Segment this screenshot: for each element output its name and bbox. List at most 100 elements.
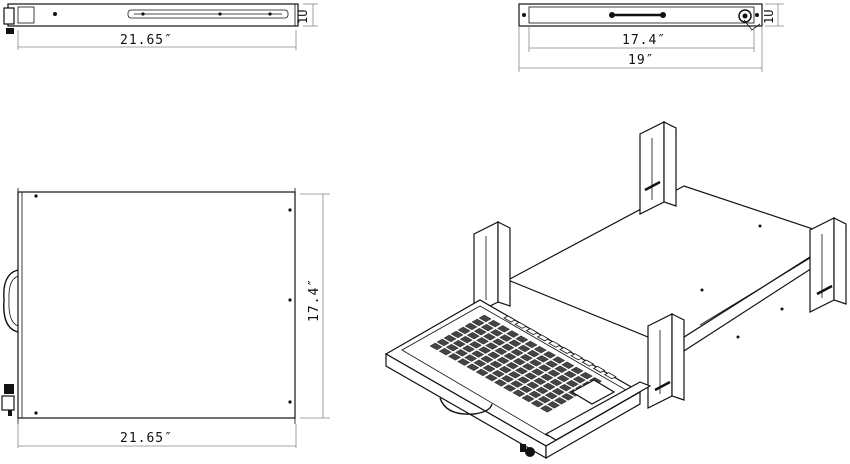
top-depth-label: 17.4″ (307, 278, 322, 322)
keyboard-key (473, 327, 487, 336)
keyboard-key (478, 346, 492, 354)
side-width-dimension: 21.65″ (17, 30, 297, 50)
keyboard-key (510, 348, 524, 357)
keyboard-key (473, 359, 487, 367)
keyboard-key (464, 354, 478, 362)
port-slot (525, 328, 539, 336)
keyboard-key (507, 371, 521, 379)
touchpad (570, 379, 616, 405)
front-inner-width-dimension: 17.4″ (528, 26, 755, 52)
keyboard-key (549, 378, 563, 387)
keyboard-key (445, 343, 459, 352)
keyboard-key (552, 356, 566, 364)
front-view (518, 3, 763, 31)
keyboard-key (461, 345, 475, 353)
port-slot (547, 340, 561, 348)
rack-post-front-right (809, 217, 847, 313)
keyboard-key (468, 341, 482, 349)
keyboard-key (558, 383, 572, 392)
side-view (3, 3, 299, 34)
front-height-dimension: 1U (762, 3, 784, 27)
keyboard-key (535, 386, 549, 395)
keyboard-key (459, 335, 473, 344)
keyboard-key (505, 361, 519, 370)
keyboard-key (482, 333, 496, 341)
keyboard-key (521, 394, 535, 403)
keyboard-key (521, 363, 535, 371)
keyboard-key (478, 314, 492, 323)
keyboard-key (499, 334, 513, 342)
keyboard-key (485, 342, 499, 350)
keyboard-key (524, 372, 538, 380)
keyboard-key (554, 365, 568, 373)
keyboard-key (457, 326, 471, 335)
side-height-dimension: 1U (296, 3, 318, 27)
keyboard-key (475, 368, 489, 377)
keyboard-key (487, 351, 501, 359)
front-outer-width-dimension: 19″ (518, 26, 763, 72)
top-width-label: 21.65″ (120, 431, 173, 446)
keyboard-key (535, 355, 549, 363)
port-slot (570, 353, 584, 361)
port-slot (581, 359, 595, 367)
handle-icon (3, 269, 19, 333)
keyboard-key (464, 322, 478, 331)
keyboard-key (572, 375, 586, 384)
keyboard-key (466, 331, 480, 340)
port-slot (559, 347, 572, 354)
front-outer-width-label: 19″ (628, 53, 654, 68)
keyboard-key (542, 382, 556, 391)
front-height-label: 1U (762, 10, 776, 24)
rack-post-rear-left (473, 221, 511, 315)
keyboard-key (454, 349, 468, 357)
keyboard-key (544, 391, 558, 400)
port-slot (536, 334, 550, 342)
keyboard-key (570, 366, 584, 375)
port-slot (503, 315, 516, 323)
keyboard-key (524, 340, 538, 349)
keyboard-key (531, 368, 545, 376)
keyboard-key (436, 338, 450, 347)
keyboard-key (512, 389, 526, 397)
keyboard-key (563, 370, 577, 379)
isometric-view (384, 121, 847, 460)
keyboard-key (514, 367, 528, 375)
keyboard-key (546, 401, 560, 409)
keyboard-key (450, 330, 464, 339)
keyboard-key (496, 325, 510, 333)
port-slot (592, 365, 606, 373)
keyboard-key (512, 357, 526, 366)
keyboard-key (480, 323, 494, 332)
keyboard-key (539, 405, 553, 413)
keyboard-key (519, 353, 533, 362)
keyboard-key (508, 339, 522, 347)
side-width-label: 21.65″ (120, 33, 173, 48)
keyboard-key (533, 377, 547, 385)
keyboard-key (515, 335, 529, 343)
top-width-dimension: 21.65″ (17, 424, 297, 448)
keyboard-key (443, 334, 457, 343)
keyboard-key (487, 319, 501, 328)
tray-handle-icon (439, 397, 493, 415)
slide-rail (544, 381, 652, 441)
keyboard-key (561, 361, 575, 369)
keyboard-key (492, 338, 506, 346)
top-view (1, 188, 296, 424)
keyboard-key (475, 337, 489, 345)
keyboard-key (429, 342, 443, 351)
rack-post-rear-right (639, 121, 677, 215)
keyboard-key (489, 360, 503, 369)
keyboard-key (510, 380, 524, 388)
keyboard-key (493, 379, 507, 387)
keyboard-key (528, 359, 542, 367)
keyboard-key (545, 360, 559, 368)
keyboard-key (579, 371, 593, 380)
keyboard-key (528, 390, 542, 399)
keyboard-key (556, 374, 570, 383)
keyboard-key (491, 369, 505, 378)
keyboard-key (560, 393, 574, 401)
port-row (503, 315, 617, 380)
keyboard-key (542, 351, 556, 359)
keyboard-key (533, 345, 547, 354)
keyboard-key (438, 347, 452, 356)
